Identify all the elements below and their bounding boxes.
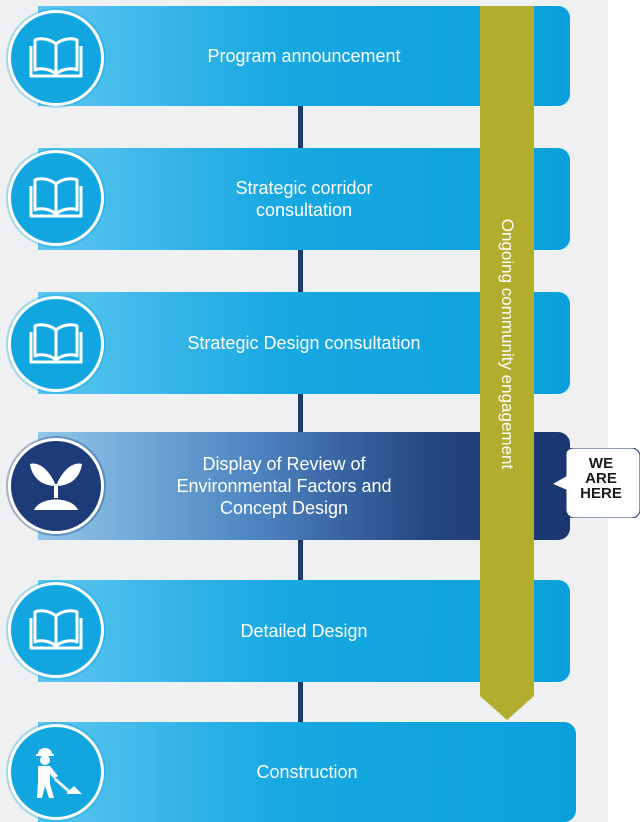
stage-label: Detailed Design bbox=[240, 621, 368, 641]
book-icon bbox=[8, 150, 104, 246]
book-icon bbox=[8, 10, 104, 106]
callout-label: WE ARE HERE bbox=[580, 455, 622, 502]
engagement-ribbon: Ongoing community engagement bbox=[480, 6, 534, 720]
book-icon bbox=[8, 582, 104, 678]
construction-worker-icon bbox=[8, 724, 104, 820]
stage-label: Strategic Design consultation bbox=[187, 333, 421, 353]
stage-label: Construction bbox=[256, 762, 358, 782]
stage-label: Display of Review of Environmental Facto… bbox=[176, 454, 392, 518]
we-are-here-callout: WE ARE HERE bbox=[552, 448, 640, 518]
timeline-connector bbox=[298, 100, 303, 740]
stage-construction: Construction bbox=[38, 722, 576, 822]
sprout-icon bbox=[8, 438, 104, 534]
book-icon bbox=[8, 296, 104, 392]
engagement-label: Ongoing community engagement bbox=[498, 218, 517, 470]
stage-label: Strategic corridor consultation bbox=[235, 178, 373, 220]
stage-label: Program announcement bbox=[207, 46, 401, 66]
